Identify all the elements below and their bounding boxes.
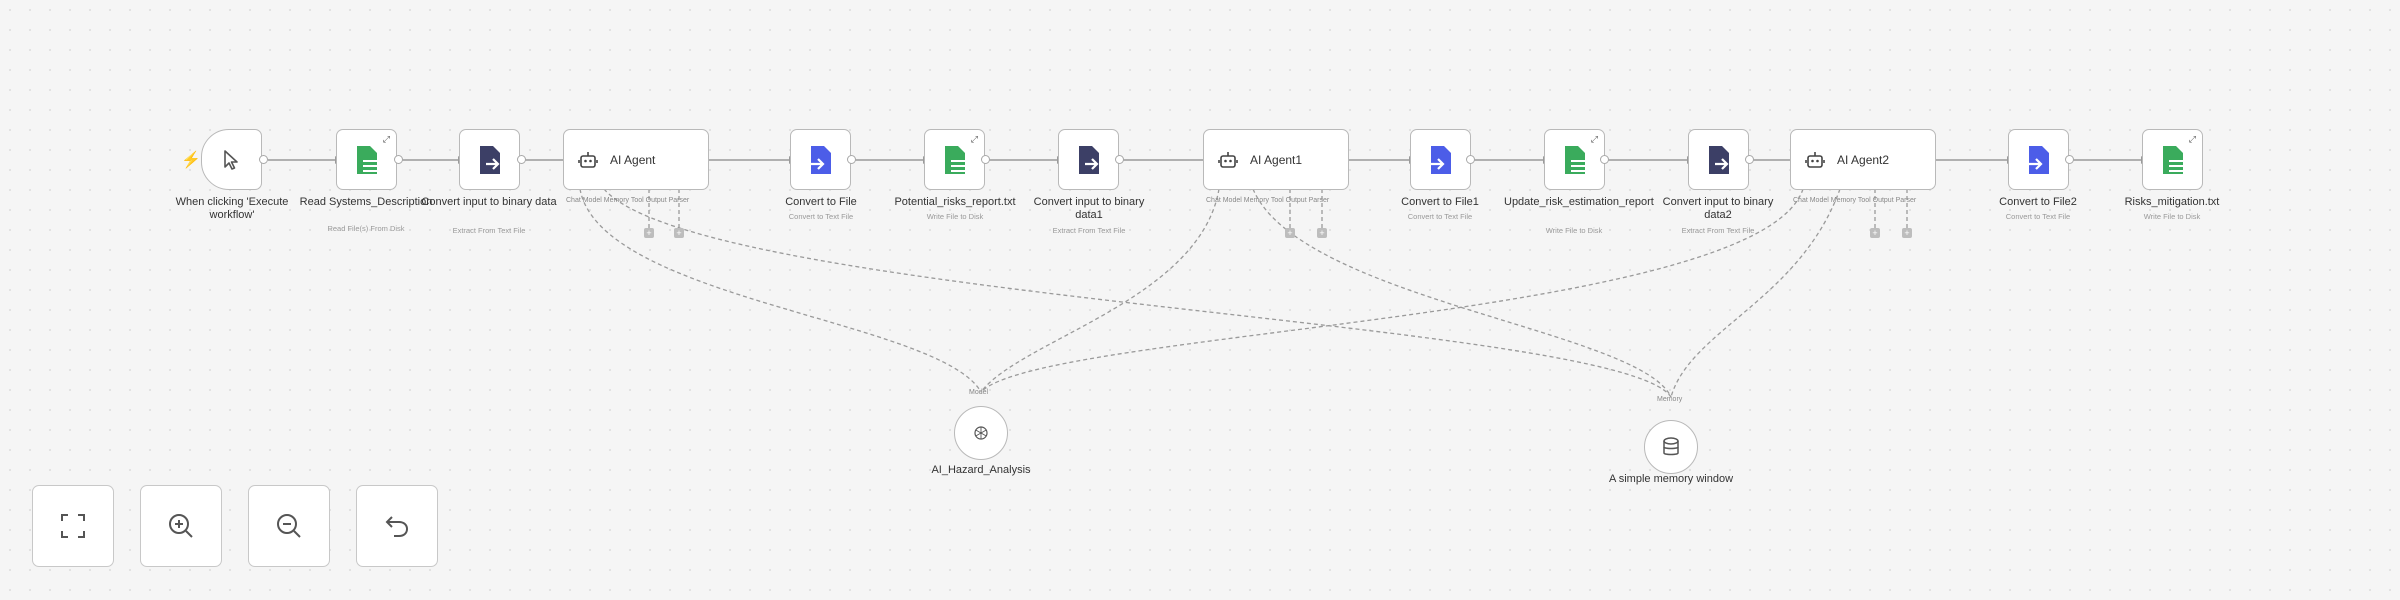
- convert-binary2-label: Convert input to binary data2: [1662, 196, 1774, 221]
- read-systems-node[interactable]: ⤢: [336, 129, 397, 190]
- convert-file1-label: Convert to File1: [1401, 196, 1479, 208]
- convert-file-icon: [1428, 145, 1451, 174]
- trigger-node[interactable]: [201, 129, 262, 190]
- memory-port-label: Memory: [1657, 396, 1683, 403]
- extract-file-icon: [1708, 145, 1729, 174]
- file-write-icon: [2162, 145, 2185, 174]
- add-parser-button[interactable]: +: [1902, 228, 1912, 238]
- convert-file-icon: [2026, 145, 2049, 174]
- update-risk-node[interactable]: ⤢: [1544, 129, 1605, 190]
- potential-risks-label: Potential_risks_report.txt: [894, 196, 1016, 208]
- convert-file-subtitle: Convert to Text File: [788, 212, 854, 221]
- memory-label: A simple memory window: [1608, 473, 1734, 485]
- convert-file-icon: [808, 145, 831, 174]
- add-tool-button[interactable]: +: [1870, 228, 1880, 238]
- ai-agent1-title: AI Agent1: [1250, 152, 1303, 167]
- trigger-label: When clicking 'Execute workflow': [175, 196, 289, 221]
- ai-agent-node[interactable]: AI Agent: [563, 129, 709, 190]
- potential-risks-output-handle[interactable]: [981, 155, 990, 164]
- convert-binary-subtitle: Extract From Text File: [452, 226, 526, 235]
- file-write-icon: [1564, 145, 1587, 174]
- convert-binary2-node[interactable]: [1688, 129, 1749, 190]
- hazard-port-label: Model: [969, 389, 989, 396]
- undo-icon: [385, 516, 409, 537]
- hazard-label: AI_Hazard_Analysis: [931, 464, 1031, 476]
- read-systems-label: Read Systems_Description: [299, 196, 433, 208]
- ai-agent2-ports: Chat Model Memory Tool Output Parser: [1793, 197, 1917, 204]
- convert-file2-subtitle: Convert to Text File: [2005, 212, 2071, 221]
- risks-mitigation-node[interactable]: ⤢: [2142, 129, 2203, 190]
- read-systems-output-handle[interactable]: [394, 155, 403, 164]
- extract-file-icon: [1078, 145, 1099, 174]
- extract-file-icon: [479, 145, 500, 174]
- convert-binary1-label: Convert input to binary data1: [1033, 196, 1145, 221]
- convert-file-output-handle[interactable]: [847, 155, 856, 164]
- trigger-bolt-icon: ⚡: [181, 152, 201, 169]
- cursor-icon: [223, 149, 238, 170]
- trigger-output-handle[interactable]: [259, 155, 268, 164]
- expand-icon: ⤢: [2188, 134, 2196, 144]
- zoom-in-icon: [169, 514, 193, 538]
- update-risk-subtitle: Write File to Disk: [1545, 226, 1603, 235]
- file-write-icon: [944, 145, 967, 174]
- ai-agent-ports: Chat Model Memory Tool Output Parser: [566, 197, 690, 204]
- expand-icon: ⤢: [382, 134, 390, 144]
- add-tool-button[interactable]: +: [644, 228, 654, 238]
- update-risk-output-handle[interactable]: [1600, 155, 1609, 164]
- potential-risks-node[interactable]: ⤢: [924, 129, 985, 190]
- add-tool-button[interactable]: +: [1285, 228, 1295, 238]
- convert-binary1-node[interactable]: [1058, 129, 1119, 190]
- convert-binary1-output-handle[interactable]: [1115, 155, 1124, 164]
- convert-file1-node[interactable]: [1410, 129, 1471, 190]
- convert-file2-label: Convert to File2: [1999, 196, 2077, 208]
- expand-icon: ⤢: [1590, 134, 1598, 144]
- update-risk-label: Update_risk_estimation_report: [1504, 196, 1654, 208]
- zoom-out-button[interactable]: [248, 485, 330, 567]
- fit-view-icon: [61, 514, 85, 538]
- ai-agent2-node[interactable]: AI Agent2: [1790, 129, 1936, 190]
- convert-file-node[interactable]: [790, 129, 851, 190]
- convert-file2-node[interactable]: [2008, 129, 2069, 190]
- ai-agent2-title: AI Agent2: [1837, 152, 1890, 167]
- convert-binary-node[interactable]: [459, 129, 520, 190]
- undo-button[interactable]: [356, 485, 438, 567]
- risks-mitigation-label: Risks_mitigation.txt: [2124, 196, 2220, 208]
- convert-binary-output-handle[interactable]: [517, 155, 526, 164]
- ai-agent1-ports: Chat Model Memory Tool Output Parser: [1206, 197, 1330, 204]
- database-icon: [1663, 437, 1679, 456]
- openai-icon: [974, 426, 988, 440]
- convert-binary2-subtitle: Extract From Text File: [1681, 226, 1755, 235]
- risks-mitigation-subtitle: Write File to Disk: [2143, 212, 2201, 221]
- memory-node[interactable]: [1644, 420, 1698, 474]
- convert-binary-label: Convert input to binary data: [421, 196, 557, 208]
- ai-connections: [579, 188, 1908, 398]
- convert-file1-output-handle[interactable]: [1466, 155, 1475, 164]
- read-systems-subtitle: Read File(s) From Disk: [327, 224, 405, 233]
- convert-file-label: Convert to File: [785, 196, 857, 208]
- hazard-model-node[interactable]: [954, 406, 1008, 460]
- add-parser-button[interactable]: +: [1317, 228, 1327, 238]
- robot-icon: [1805, 151, 1825, 168]
- convert-file2-output-handle[interactable]: [2065, 155, 2074, 164]
- robot-icon: [578, 151, 598, 168]
- convert-binary1-subtitle: Extract From Text File: [1052, 226, 1126, 235]
- convert-binary2-output-handle[interactable]: [1745, 155, 1754, 164]
- add-parser-button[interactable]: +: [674, 228, 684, 238]
- zoom-out-icon: [277, 514, 301, 538]
- ai-agent-title: AI Agent: [610, 152, 656, 167]
- file-read-icon: [356, 145, 379, 174]
- robot-icon: [1218, 151, 1238, 168]
- expand-icon: ⤢: [970, 134, 978, 144]
- zoom-in-button[interactable]: [140, 485, 222, 567]
- convert-file1-subtitle: Convert to Text File: [1407, 212, 1473, 221]
- fit-view-button[interactable]: [32, 485, 114, 567]
- ai-agent1-node[interactable]: AI Agent1: [1203, 129, 1349, 190]
- potential-risks-subtitle: Write File to Disk: [926, 212, 984, 221]
